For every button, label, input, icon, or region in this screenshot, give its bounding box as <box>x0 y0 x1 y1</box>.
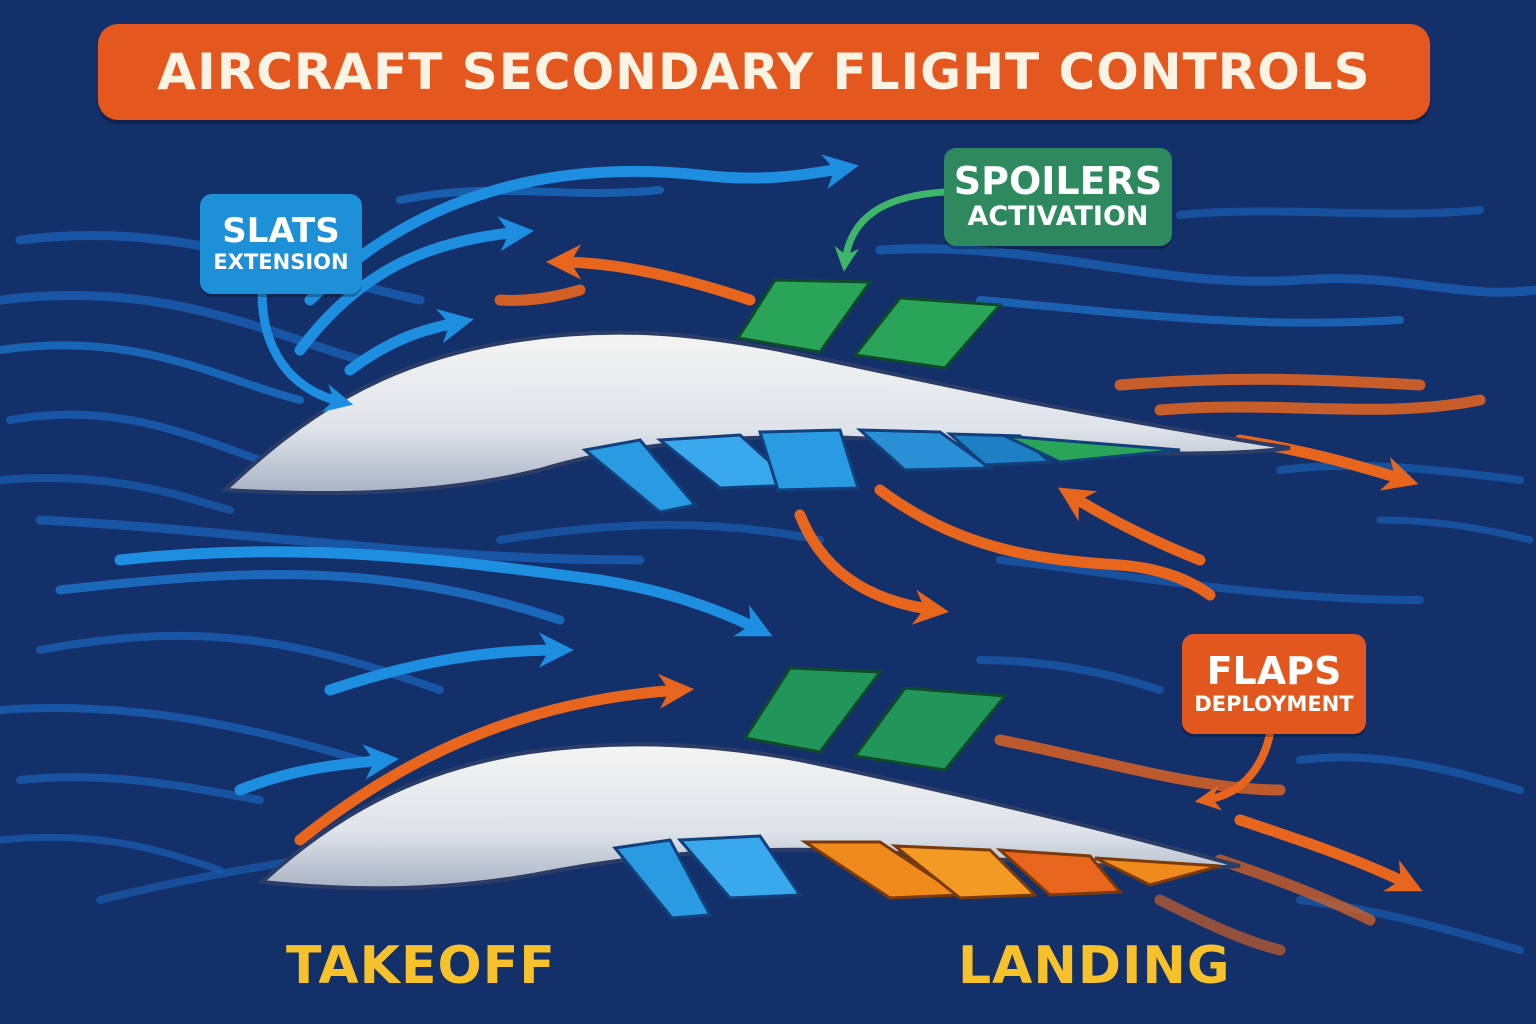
takeoff-slat-3 <box>757 428 861 492</box>
takeoff-slat-1 <box>581 438 698 514</box>
slats-pointer <box>257 287 354 413</box>
airflow-arrows-orange <box>294 244 1486 956</box>
landing-flap-2 <box>890 844 1039 900</box>
flaps-callout-subtitle: DEPLOYMENT <box>1194 691 1354 716</box>
landing-wing <box>257 666 1241 920</box>
takeoff-flap-1 <box>855 428 995 472</box>
takeoff-flap-green <box>1004 434 1181 464</box>
flaps-callout-title: FLAPS <box>1206 648 1342 693</box>
takeoff-spoiler-2 <box>852 296 1004 370</box>
takeoff-label: TAKEOFF <box>286 936 556 996</box>
spoilers-callout-title: SPOILERS <box>953 158 1163 203</box>
landing-spoiler-2 <box>852 686 1008 772</box>
takeoff-wing <box>220 278 1291 514</box>
landing-spoiler-1 <box>742 666 883 754</box>
page-title: AIRCRAFT SECONDARY FLIGHT CONTROLS <box>157 43 1371 101</box>
landing-slat-2 <box>676 834 803 900</box>
airflow-streaks <box>0 186 1536 954</box>
landing-wing-body <box>257 742 1241 891</box>
flaps-pointer <box>1194 730 1274 811</box>
title-banner: AIRCRAFT SECONDARY FLIGHT CONTROLS <box>98 24 1430 120</box>
slats-callout-title: SLATS <box>222 211 340 252</box>
takeoff-spoiler-1 <box>735 278 873 354</box>
landing-flap-3 <box>995 848 1124 897</box>
flaps-callout: FLAPS DEPLOYMENT <box>1182 634 1366 734</box>
spoilers-pointer <box>834 188 949 272</box>
takeoff-wing-body <box>220 330 1291 496</box>
airflow-arrows-blue <box>114 154 859 796</box>
spoilers-callout: SPOILERS ACTIVATION <box>944 148 1172 246</box>
spoilers-callout-subtitle: ACTIVATION <box>967 201 1149 233</box>
landing-label: LANDING <box>958 936 1231 996</box>
callout-pointers <box>257 188 1274 811</box>
landing-flap-4 <box>1094 856 1221 887</box>
landing-slat-1 <box>612 838 713 920</box>
slats-callout-subtitle: EXTENSION <box>213 249 349 274</box>
slats-callout: SLATS EXTENSION <box>200 194 362 294</box>
